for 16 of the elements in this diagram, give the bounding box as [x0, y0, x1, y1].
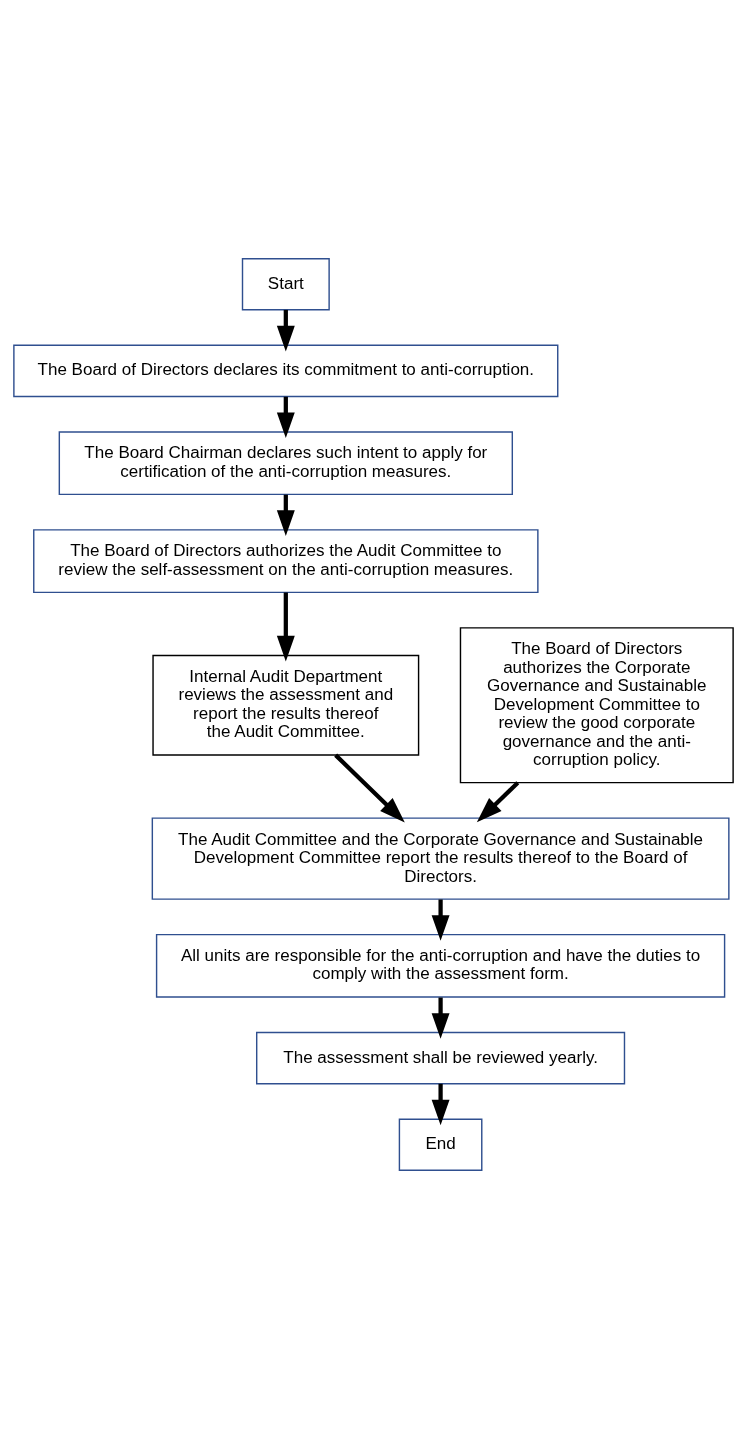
node-box: The Board of Directors declares its commitment to anti-corruption. — [13, 344, 559, 398]
node-box: End — [398, 1118, 483, 1172]
node-box: Internal Audit Department reviews the assessment and report the results thereof the Audit Committee. — [152, 654, 420, 756]
arrow — [334, 753, 405, 823]
arrow — [476, 781, 520, 823]
arrow — [276, 592, 295, 662]
node-box: The Board of Directors authorizes the Corporate Governance and Sustainable Development Committee to review the good corporate governance and the anti-corruption policy. — [459, 627, 734, 784]
node-box: Start — [241, 257, 330, 311]
node-box: The Audit Committee and the Corporate Governance and Sustainable Development Committee report the results thereof to the Board of Directors. — [151, 817, 730, 900]
arrow — [431, 1083, 450, 1126]
arrow — [431, 997, 450, 1039]
node-box: The Board Chairman declares such intent to apply for certification of the anti-corruption measures. — [58, 431, 513, 496]
node-box: The assessment shall be reviewed yearly. — [256, 1031, 626, 1085]
arrow — [431, 899, 450, 941]
node-box: All units are responsible for the anti-corruption and have the duties to comply with the assessment form. — [155, 933, 726, 998]
node-box: The Board of Directors authorizes the Audit Committee to review the self-assessment on the anti-corruption measures. — [33, 529, 539, 594]
